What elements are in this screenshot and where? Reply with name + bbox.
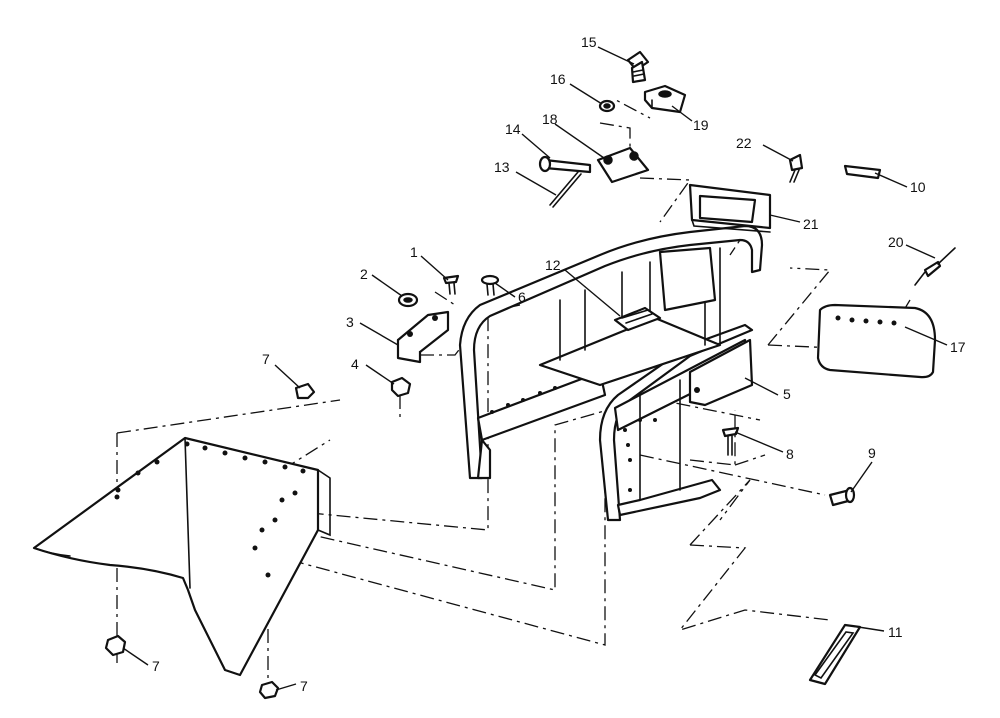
callout-2: 2 [360,266,368,282]
main-frame [458,224,764,522]
callout-labels: 1 2 3 4 5 6 7 7 7 8 9 10 11 12 13 14 15 … [152,34,966,694]
nut-part-7-left [104,634,127,657]
screw-part-6 [480,274,500,296]
callout-1: 1 [410,244,418,260]
nut-part-2 [397,292,419,308]
bracket-part-3 [396,310,450,364]
callout-9: 9 [868,445,876,461]
hinge-part-18 [596,146,650,184]
callout-20: 20 [888,234,904,250]
callout-5: 5 [783,386,791,402]
callout-3: 3 [346,314,354,330]
frame-holes [490,386,657,492]
callout-7-top: 7 [262,351,270,367]
bolt-part-22 [788,153,804,183]
screw-part-1 [442,274,460,295]
grommet-part-11 [808,623,862,686]
callout-7-left: 7 [152,658,160,674]
callout-13: 13 [494,159,510,175]
pin-part-20 [914,247,956,286]
washer-part-16 [598,99,616,113]
callout-6: 6 [518,289,526,305]
callout-4: 4 [351,356,359,372]
callout-8: 8 [786,446,794,462]
callout-21: 21 [803,216,819,232]
nut-part-7-bottom [258,680,280,700]
foot-pan [32,436,331,677]
callout-10: 10 [910,179,926,195]
callout-19: 19 [693,117,709,133]
callout-16: 16 [550,71,566,87]
pan-holes [114,441,306,578]
pin-part-14 [538,155,592,174]
callout-22: 22 [736,135,752,151]
callout-17: 17 [950,339,966,355]
callout-15: 15 [581,34,597,50]
bolt-part-15 [626,50,650,84]
nut-part-4 [390,376,412,398]
callout-14: 14 [505,121,521,137]
callout-7-bottom: 7 [300,678,308,694]
cap-part-19 [643,84,687,114]
callout-12: 12 [545,257,561,273]
callout-11: 11 [888,624,903,640]
cotter-pin-part-13 [549,171,582,208]
screw-part-8 [721,426,740,456]
pad-part-10 [843,164,882,180]
leader-lines [122,46,948,691]
nut-part-7-top [294,382,316,400]
panel-part-17 [816,303,937,379]
bolt-part-9 [828,486,856,507]
box-part-21 [688,183,772,233]
callout-18: 18 [542,111,558,127]
